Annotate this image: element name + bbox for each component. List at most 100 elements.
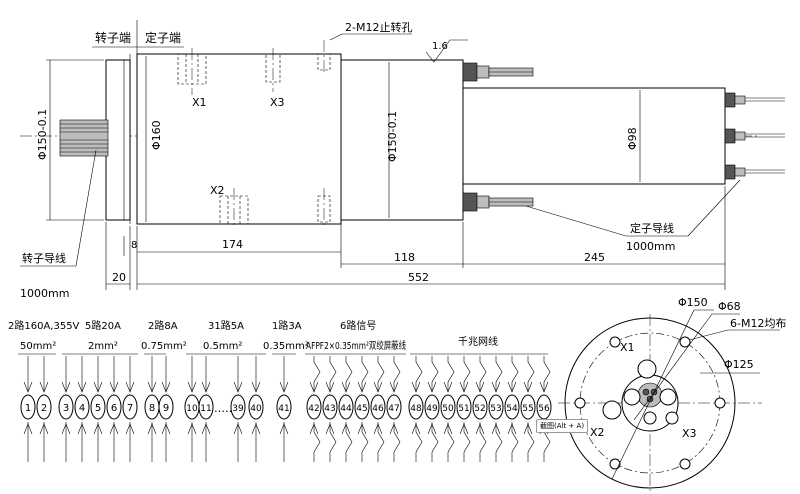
tail-section (462, 87, 726, 185)
pin-ellipsis: …… (214, 402, 236, 415)
hole-x1-label: X1 (192, 96, 207, 109)
wire-pin-label: 2 (41, 403, 47, 414)
dim-245: 245 (584, 251, 605, 264)
wire-pin-44: 44 (338, 356, 354, 462)
hole-x1 (637, 359, 657, 379)
rotor-lead-length: 1000mm (20, 287, 69, 300)
wire-pin-54: 54 (504, 356, 520, 462)
stator-lead-label: 定子导线 (630, 221, 674, 235)
wire-pin-49: 49 (424, 356, 440, 462)
mid-section (340, 59, 464, 221)
wire-pin-label: 9 (163, 403, 169, 414)
stator-end-label: 定子端 (145, 30, 181, 45)
wire-pin-label: 45 (356, 404, 367, 414)
group-1-wire: 50mm² (20, 341, 56, 352)
group-6-wire: AFPF2×0.35mm²双绞屏蔽线 (306, 339, 406, 352)
wire-pin-8: 8 (144, 356, 160, 462)
group-5-wire: 0.35mm² (263, 341, 309, 352)
roughness-label: 1.6 (432, 41, 448, 52)
wire-pin-label: 41 (278, 404, 289, 414)
wire-pin-3: 3 (58, 356, 74, 462)
wire-pin-label: 50 (442, 404, 454, 414)
wire-pin-label: 54 (506, 404, 518, 414)
wire-pin-46: 46 (370, 356, 386, 462)
group-7-title: 千兆网线 (458, 335, 498, 348)
wire-pin-39: 39 (230, 356, 246, 462)
group-2-title: 5路20A (85, 319, 121, 332)
wire-pin-label: 47 (388, 404, 399, 414)
group-4-title: 31路5A (208, 319, 244, 332)
wire-pin-label: 55 (522, 404, 533, 414)
wire-pin-label: 48 (410, 404, 422, 414)
wire-pin-48: 48 (408, 356, 424, 462)
group-5-title: 1路3A (272, 319, 302, 332)
group-1-title: 2路160A,355V (8, 319, 80, 332)
dim-8: 8 (131, 240, 137, 251)
group-4-wire: 0.5mm² (203, 341, 242, 352)
wire-pin-label: 56 (538, 404, 550, 414)
wire-pin-40: 40 (248, 356, 264, 462)
dim-174: 174 (222, 238, 243, 251)
wire-pin-6: 6 (106, 356, 122, 462)
wire-pin-label: 42 (308, 404, 319, 414)
tail-cable-glands (724, 92, 785, 180)
wiring-legend: 2路160A,355V 5路20A 2路8A 31路5A 1路3A 6路信号 千… (8, 319, 552, 462)
end-dia-125: Φ125 (724, 358, 754, 371)
wire-pin-label: 10 (186, 404, 198, 414)
wire-pin-label: 5 (95, 403, 101, 414)
roughness-symbol (425, 39, 468, 63)
dim-552: 552 (408, 271, 429, 284)
dim-dia-98: Φ98 (626, 127, 639, 150)
wire-pin-50: 50 (440, 356, 456, 462)
group-3-wire: 0.75mm² (141, 341, 187, 352)
dim-dia-150-left: Φ150-0.1 (36, 109, 49, 160)
end-holes-label: 6-M12均布 (730, 317, 786, 330)
dim-20: 20 (112, 271, 126, 284)
wire-pin-label: 40 (250, 404, 262, 414)
stator-body (136, 53, 342, 225)
end-x1-label: X1 (620, 341, 635, 354)
wire-pin-47: 47 (386, 356, 402, 462)
wire-pin-label: 4 (79, 403, 85, 414)
wire-pin-label: 46 (372, 404, 384, 414)
wire-pin-9: 9 (158, 356, 174, 462)
wire-pin-43: 43 (322, 356, 338, 462)
wire-pin-label: 43 (324, 404, 335, 414)
wire-pin-label: 3 (63, 403, 69, 414)
side-view: Φ150-0.1 转子端 定子端 Φ160 X1 (20, 20, 785, 300)
hole-x2-label: X2 (210, 184, 225, 197)
wire-pin-5: 5 (90, 356, 106, 462)
mount-hole-label: 2-M12止转孔 (345, 20, 412, 34)
rotor-lead-label: 转子导线 (22, 251, 66, 265)
wire-pin-label: 8 (149, 403, 155, 414)
hole-x3-label: X3 (270, 96, 285, 109)
rotor-end-label: 转子端 (95, 30, 131, 45)
end-dia-150: Φ150 (678, 296, 708, 309)
hole-x2 (602, 400, 622, 420)
wire-pin-41: 41 (276, 356, 292, 462)
wire-pin-4: 4 (74, 356, 90, 462)
wire-pin-label: 44 (340, 404, 352, 414)
end-view: Φ150 Φ68 6-M12均布 Φ125 X1 X2 X3 (558, 296, 786, 492)
group-6-title: 6路信号 (340, 319, 376, 332)
wire-pin-42: 42 (306, 356, 322, 462)
hidden-holes (177, 40, 331, 228)
wire-pin-45: 45 (354, 356, 370, 462)
group-3-title: 2路8A (148, 319, 178, 332)
wire-pin-55: 55 (520, 356, 536, 462)
flange-outer-circle (564, 317, 736, 489)
wire-pin-10: 10 (184, 356, 200, 462)
wire-pin-label: 7 (127, 403, 133, 414)
wire-pin-52: 52 (472, 356, 488, 462)
dim-dia-150-mid: Φ150-0.1 (386, 111, 399, 162)
wire-pin-label: 6 (111, 403, 117, 414)
wire-pin-label: 1 (25, 403, 31, 414)
wire-pin-label: 49 (426, 404, 438, 414)
wire-pin-51: 51 (456, 356, 472, 462)
rotor-flange (105, 59, 131, 221)
wire-pin-56: 56 (536, 356, 552, 462)
wire-pin-label: 39 (232, 404, 244, 414)
screenshot-tooltip: 截图(Alt + A) (536, 419, 589, 433)
